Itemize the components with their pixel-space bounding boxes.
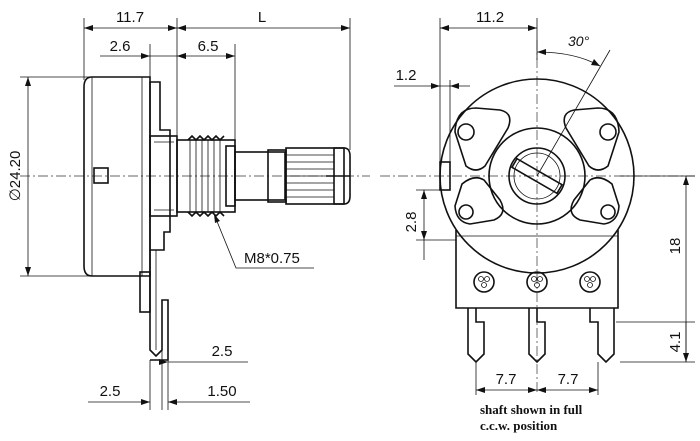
dim-terminal-gap: 2.5 [212,343,233,360]
dim-shaft-length: L [258,9,266,26]
terminal-holes [473,271,601,293]
dim-key-offset: 2.8 [403,212,420,233]
dim-front-width: 11.2 [476,9,504,26]
dim-terminal-thickness: 1.50 [207,383,236,400]
dim-terminal-offset: 2.5 [100,383,121,400]
dim-shoulder: 2.6 [110,38,131,55]
dim-diameter: ∅24.20 [7,151,24,202]
shaft-face [508,147,566,205]
side-extension-lines [20,18,351,410]
terminal-pins [467,308,615,364]
ear-hole-lower-right [600,204,616,220]
hub-outer [488,127,586,225]
mounting-frame [149,81,171,251]
ear-hole-left [457,123,475,141]
note-line-2: c.c.w. position [480,418,558,433]
dim-front-height: 18 [667,238,684,255]
front-view: 11.2 1.2 30° 2.8 18 4.1 7.7 7.7 shaft sh… [380,9,695,433]
angle-arc [536,51,601,67]
ear-hole-lower-left [458,204,474,220]
thread-marks [187,134,225,218]
dim-pitch-right: 7.7 [558,371,579,388]
dim-rotation-angle: 30° [568,33,590,49]
shaft-tip [333,147,351,205]
dim-pin-length: 4.1 [667,332,684,353]
dim-key-width: 1.2 [396,67,417,84]
front-ear-left [454,107,511,171]
dim-body-width: 11.7 [116,9,144,26]
knurl-lines [286,154,334,198]
dim-bushing: 6.5 [198,38,219,55]
ear-hole-right [599,123,617,141]
shaft-neck [234,151,286,201]
terminal-bracket [139,271,151,313]
thread-leader [213,213,314,269]
terminal-leg [149,250,169,361]
rear-nub [93,167,109,184]
angle-ray [536,49,611,177]
thread-label: M8*0.75 [244,250,300,267]
front-ear-right [563,107,620,171]
side-view: 11.7 L 2.6 6.5 ∅24.20 M8*0.75 2.5 2.5 1. [7,9,370,410]
front-extension-lines [416,18,695,395]
dim-pitch-left: 7.7 [496,371,517,388]
note-line-1: shaft shown in full [480,402,583,417]
anti-rotation-key [439,161,451,191]
shaft-face-inner [513,152,561,200]
